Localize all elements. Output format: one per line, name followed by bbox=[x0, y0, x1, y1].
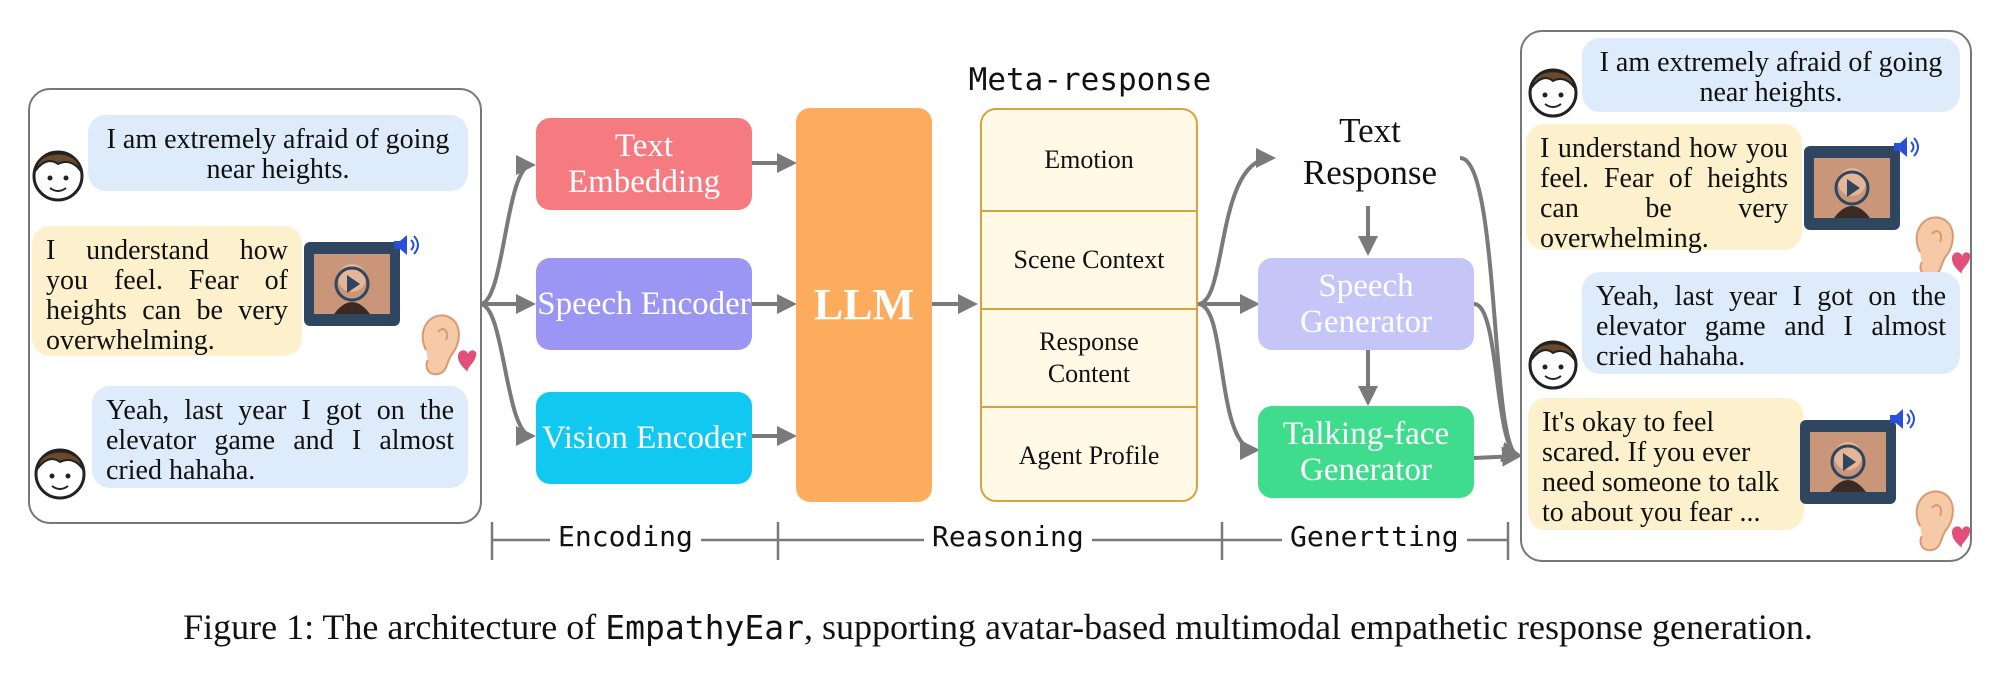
text-embedding-block: Text Embedding bbox=[536, 118, 752, 210]
meta-row-emotion: Emotion bbox=[1044, 145, 1134, 174]
talking-face-generator-block: Talking-face Generator bbox=[1258, 406, 1474, 498]
speech-encoder-block: Speech Encoder bbox=[536, 258, 752, 350]
meta-row-response-content-label: Response Content bbox=[1039, 327, 1139, 388]
figure-caption: Figure 1: The architecture of EmpathyEar… bbox=[0, 606, 1996, 648]
text-response-text: Text Response bbox=[1302, 111, 1438, 192]
agent-message-1: I understand how you feel. Fear of heigh… bbox=[32, 226, 302, 356]
stage-generating-label: Genertting bbox=[1282, 520, 1467, 553]
ear-heart-icon bbox=[1915, 490, 1971, 552]
caption-prefix: Figure 1: The architecture of bbox=[183, 607, 606, 647]
speech-generator-block: Speech Generator bbox=[1258, 258, 1474, 350]
stage-reasoning-label: Reasoning bbox=[924, 520, 1092, 553]
meta-response-box: Emotion Scene Context Response Content A… bbox=[980, 108, 1198, 502]
vision-encoder-block: Vision Encoder bbox=[536, 392, 752, 484]
caption-suffix: , supporting avatar-based multimodal emp… bbox=[803, 607, 1813, 647]
right-user-message-1: I am extremely afraid of going near heig… bbox=[1582, 38, 1960, 112]
user-avatar-icon bbox=[34, 448, 86, 500]
right-user-message-2: Yeah, last year I got on the elevator ga… bbox=[1582, 272, 1960, 374]
speaker-icon bbox=[394, 235, 419, 255]
meta-row-response-content: Response Content bbox=[982, 308, 1196, 406]
user-avatar-icon bbox=[32, 150, 84, 202]
stage-encoding-label: Encoding bbox=[550, 520, 701, 553]
video-thumbnail-icon bbox=[1800, 420, 1896, 504]
speaker-icon bbox=[1890, 409, 1915, 429]
right-agent-message-1: I understand how you feel. Fear of heigh… bbox=[1526, 124, 1802, 254]
user-message-1: I am extremely afraid of going near heig… bbox=[88, 115, 468, 191]
speaker-icon bbox=[1894, 137, 1919, 157]
video-thumbnail-icon bbox=[1804, 146, 1900, 230]
llm-block: LLM bbox=[796, 108, 932, 502]
ear-heart-icon bbox=[421, 314, 477, 376]
user-avatar-icon bbox=[1528, 68, 1578, 118]
video-thumbnail-icon bbox=[304, 242, 400, 326]
meta-row-scene-context: Scene Context bbox=[982, 210, 1196, 308]
right-agent-message-2: It's okay to feel scared. If you ever ne… bbox=[1528, 398, 1804, 530]
meta-response-title: Meta-response bbox=[968, 62, 1212, 98]
user-message-2: Yeah, last year I got on the elevator ga… bbox=[92, 386, 468, 488]
text-response-label: Text Response bbox=[1276, 110, 1464, 194]
user-avatar-icon bbox=[1528, 340, 1578, 390]
caption-system-name: EmpathyEar bbox=[605, 608, 804, 647]
meta-row-agent-profile: Agent Profile bbox=[982, 406, 1196, 500]
